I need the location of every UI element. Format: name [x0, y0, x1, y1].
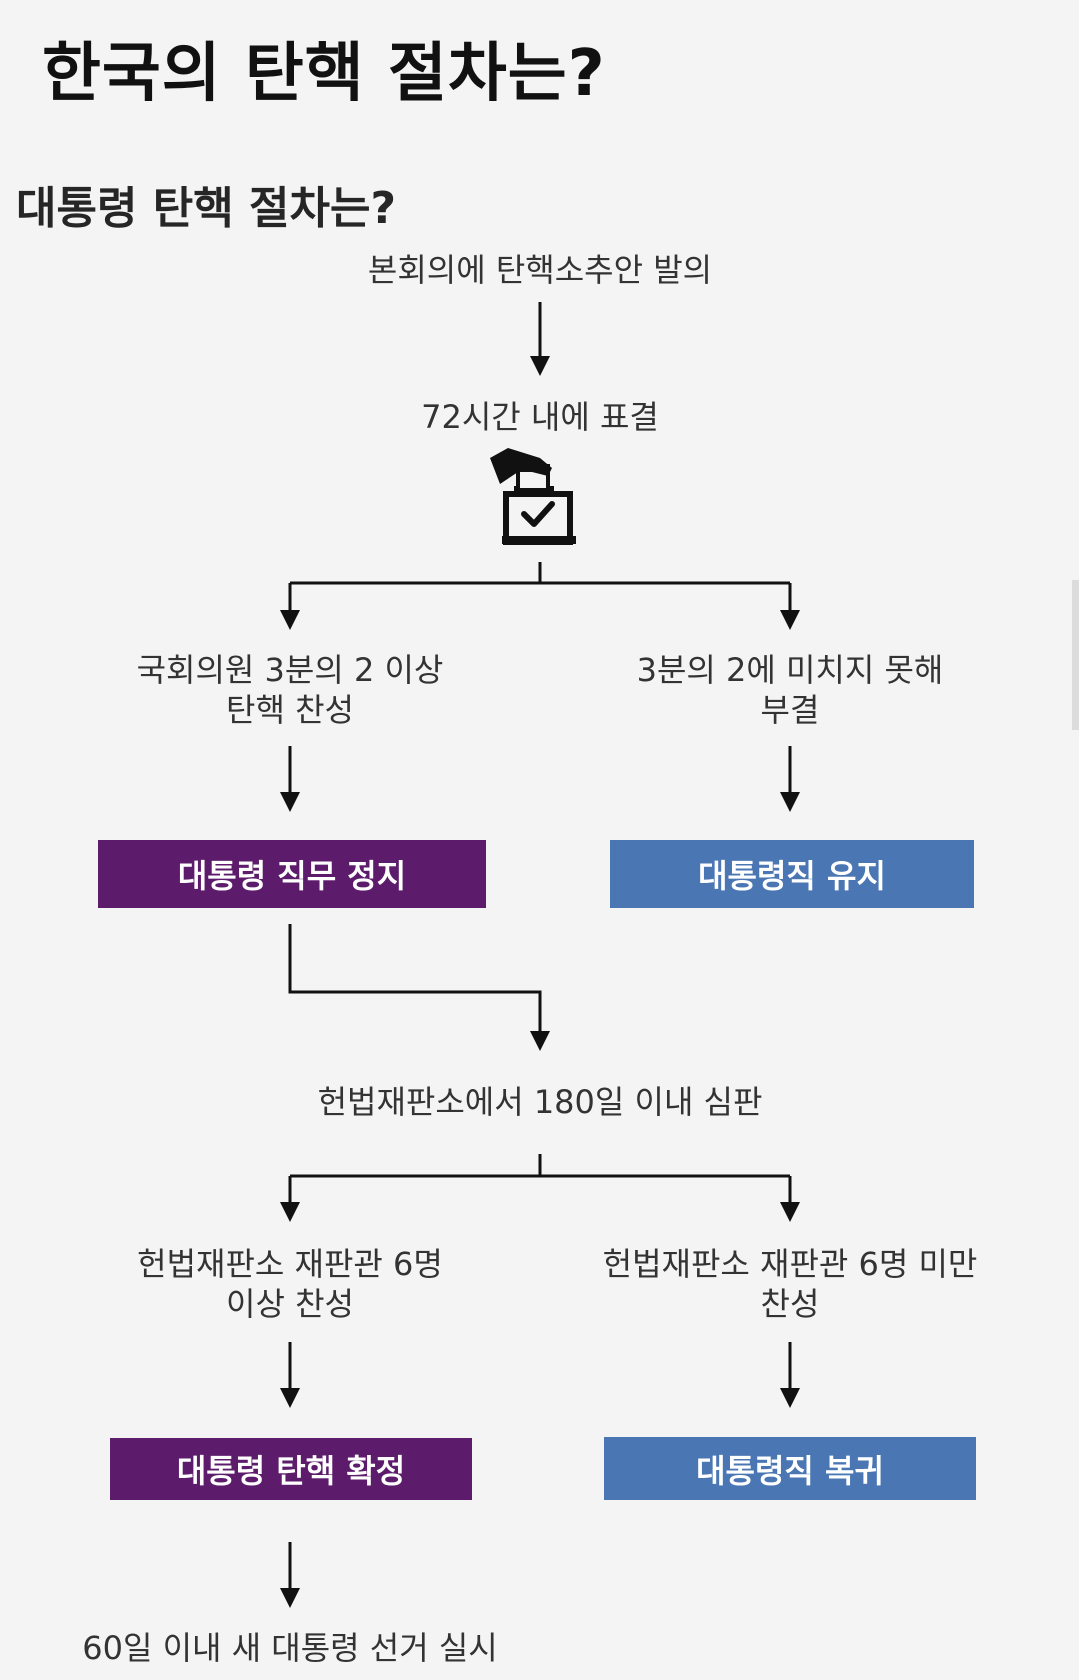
box-confirmed-label: 대통령 탄핵 확정 [176, 1452, 406, 1490]
step-court-fail: 헌법재판소 재판관 6명 미만 찬성 [570, 1244, 1010, 1324]
elbow-suspension-court [288, 924, 542, 1035]
step-court-fail-line1: 헌법재판소 재판관 6명 미만 [602, 1245, 978, 1283]
step-assembly-fail: 3분의 2에 미치지 못해 부결 [590, 650, 990, 730]
step-court-pass: 헌법재판소 재판관 6명 이상 찬성 [90, 1244, 490, 1324]
arrowhead [780, 610, 800, 630]
box-reinstated-label: 대통령직 복귀 [696, 1451, 884, 1490]
arrowhead [530, 1031, 550, 1051]
arrowhead [780, 792, 800, 812]
ballot-box-icon [490, 448, 576, 545]
step-assembly-pass: 국회의원 3분의 2 이상 탄핵 찬성 [100, 650, 480, 730]
step-court-fail-line2: 찬성 [760, 1285, 820, 1323]
arrowhead [780, 1388, 800, 1408]
step-court-pass-line1: 헌법재판소 재판관 6명 [137, 1245, 443, 1283]
arrowhead [280, 1388, 300, 1408]
page-title: 한국의 탄핵 절차는? [42, 37, 606, 111]
arrowhead [280, 1202, 300, 1222]
arrowhead [780, 1202, 800, 1222]
step-assembly-fail-line1: 3분의 2에 미치지 못해 [636, 651, 944, 689]
box-reinstated: 대통령직 복귀 [604, 1437, 976, 1500]
arrowhead [280, 792, 300, 812]
step-vote: 72시간 내에 표결 [421, 398, 659, 436]
arrowhead [530, 356, 550, 376]
step-assembly-pass-line1: 국회의원 3분의 2 이상 [136, 651, 444, 689]
step-proposal: 본회의에 탄핵소추안 발의 [367, 251, 713, 289]
section-title: 대통령 탄핵 절차는? [16, 183, 396, 234]
step-election: 60일 이내 새 대통령 선거 실시 [82, 1629, 498, 1667]
arrowhead [280, 610, 300, 630]
step-court-review: 헌법재판소에서 180일 이내 심판 [317, 1083, 763, 1121]
box-suspension: 대통령 직무 정지 [98, 840, 486, 908]
box-retain-label: 대통령직 유지 [698, 857, 886, 895]
step-assembly-pass-line2: 탄핵 찬성 [226, 691, 354, 729]
box-suspension-label: 대통령 직무 정지 [177, 857, 407, 895]
scroll-handle[interactable] [1072, 580, 1079, 730]
box-retain: 대통령직 유지 [610, 840, 974, 908]
arrowhead [280, 1588, 300, 1608]
step-court-pass-line2: 이상 찬성 [226, 1285, 354, 1323]
step-assembly-fail-line2: 부결 [760, 691, 820, 729]
box-confirmed: 대통령 탄핵 확정 [110, 1438, 472, 1500]
